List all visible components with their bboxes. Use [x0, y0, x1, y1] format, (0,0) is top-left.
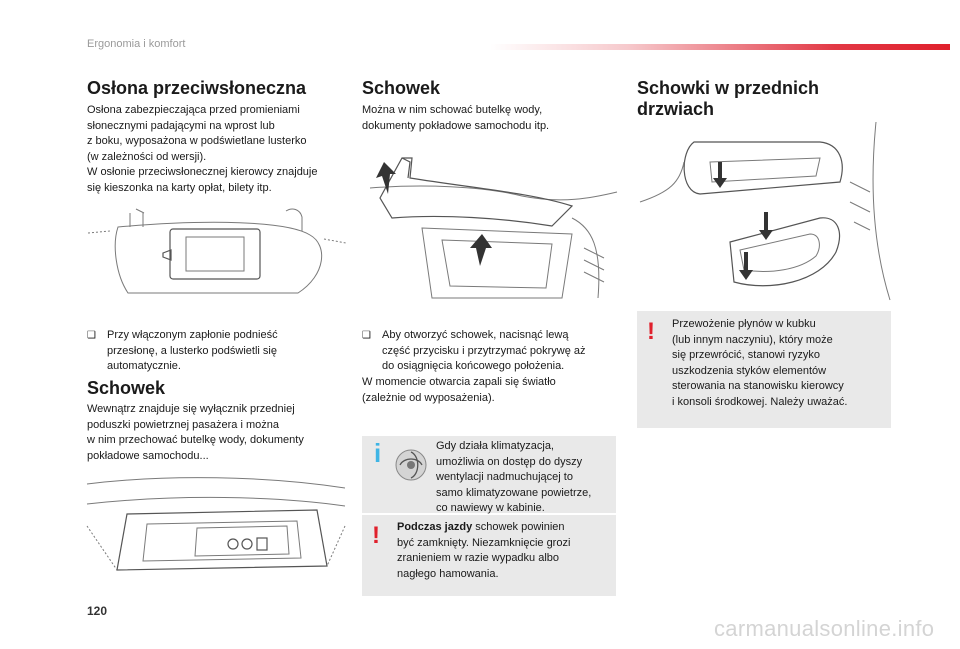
glovebox-bullet-text: Aby otworzyć schowek, nacisnąć lewą częś… [382, 329, 586, 372]
warning-exclamation-icon: ! [647, 318, 655, 345]
glovebox-paragraph-left: Wewnątrz znajduje się wyłącznik przednie… [87, 403, 304, 462]
door-storage-title: Schowki w przednich drzwiach [637, 78, 820, 119]
glovebox-interior-illustration [86, 477, 346, 571]
glovebox-light-paragraph: W momencie otwarcia zapali się światło (… [362, 376, 556, 404]
header-accent-line [490, 44, 950, 50]
sun-visor-bullet-text: Przy włączonym zapłonie podnieść przesło… [107, 329, 278, 372]
warning-exclamation-icon: ! [372, 522, 380, 549]
glovebox-title: Schowek [362, 78, 441, 98]
sun-visor-title: Osłona przeciwsłoneczna [87, 78, 307, 98]
warning-text-doors: Przewożenie płynów w kubku (lub innym na… [672, 318, 848, 408]
info-text: Gdy działa klimatyzacja, umożliwia on do… [436, 440, 592, 514]
page-number: 120 [87, 604, 108, 618]
chapter-title: Ergonomia i komfort [87, 38, 186, 50]
glovebox-open-illustration [369, 157, 618, 299]
warning-panel-doors: ! Przewożenie płynów w kubku (lub innym … [637, 311, 891, 428]
glovebox-bullet: ❑ Aby otworzyć schowek, nacisnąć lewą cz… [362, 328, 620, 375]
bullet-square-icon: ❑ [362, 330, 371, 341]
info-panel: i Gdy działa klimatyzacja, umożliwia on … [362, 436, 616, 514]
sun-visor-bullet: ❑ Przy włączonym zapłonie podnieść przes… [87, 328, 352, 375]
warning-text-glovebox: Podczas jazdy schowek powinien być zamkn… [397, 520, 611, 582]
glovebox-paragraph: Można w nim schować butelkę wody, dokume… [362, 104, 550, 132]
sun-visor-paragraph: Osłona zabezpieczająca przed promieniami… [87, 104, 318, 194]
warning-panel-glovebox: ! Podczas jazdy schowek powinien być zam… [362, 515, 616, 596]
warning-bold-lead: Podczas jazdy [397, 521, 473, 533]
bullet-square-icon: ❑ [87, 330, 96, 341]
door-storage-illustration [639, 121, 891, 301]
watermark: carmanualsonline.info [714, 616, 935, 641]
air-vent-icon [395, 449, 427, 481]
glovebox-title-left: Schowek [87, 378, 166, 398]
info-icon: i [374, 438, 382, 468]
warning-body: schowek powinien być zamknięty. Niezamkn… [397, 521, 571, 580]
sun-visor-illustration [87, 208, 347, 294]
